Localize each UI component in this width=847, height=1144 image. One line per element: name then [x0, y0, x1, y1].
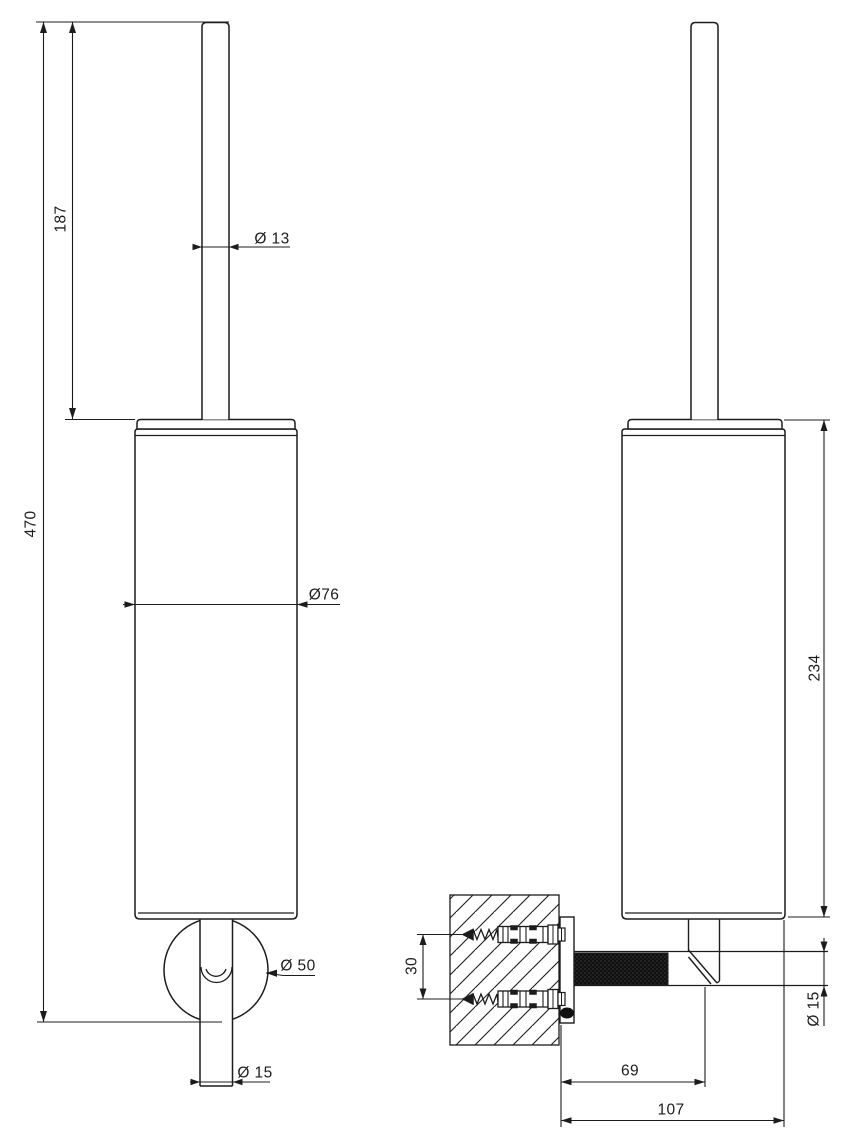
front-canister-body [134, 428, 298, 920]
front-shaft-tube [199, 918, 234, 1087]
dim-label-handle-length: 187 [52, 205, 70, 233]
elbow-tube-and-cone [687, 919, 721, 985]
front-view [134, 21, 298, 1087]
side-lid [627, 418, 783, 430]
knurled-arm-section [573, 952, 669, 985]
dim-label-wall-to-front-edge: 107 [657, 1101, 685, 1119]
dim-label-rosette-diameter: Ø 50 [280, 957, 316, 975]
front-handle-rod [201, 21, 230, 420]
dim-label-body-diameter: Ø76 [308, 586, 340, 604]
side-view [416, 21, 828, 1046]
wall-section-hatch [449, 894, 560, 1046]
set-screw [560, 1007, 574, 1019]
dim-label-handle-diameter: Ø 13 [254, 230, 290, 248]
arm-end-cap-arcs [200, 966, 233, 984]
front-lid [136, 418, 296, 430]
dim-label-wall-to-shaft-axis: 69 [620, 1062, 640, 1080]
mounting-arm [574, 950, 828, 987]
dim-label-shaft-diameter-front: Ø 15 [237, 1064, 273, 1082]
side-handle-rod [690, 21, 719, 420]
dim-label-screw-spacing: 30 [403, 956, 421, 976]
side-canister-body [621, 428, 786, 920]
dimension-arrowheads [40, 22, 828, 1124]
dim-label-overall-height: 470 [22, 510, 40, 538]
dim-label-body-height: 234 [806, 654, 824, 682]
dim-label-arm-diameter-side: Ø 15 [805, 991, 823, 1027]
